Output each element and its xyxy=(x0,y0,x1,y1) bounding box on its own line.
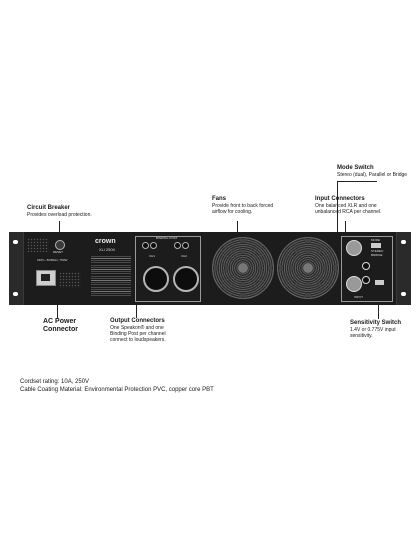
ch1-label: CH1 xyxy=(149,254,156,258)
mode-label: MODE xyxy=(371,238,380,242)
xlr-input-ch1[interactable] xyxy=(346,240,362,256)
input-connectors-desc: One balanced XLR and one unbalanced RCA … xyxy=(315,203,382,215)
circuit-breaker-button[interactable] xyxy=(55,240,65,250)
leader-line-mode-switch-h xyxy=(337,181,377,182)
ac-power-inlet[interactable] xyxy=(36,270,56,286)
input-connectors-callout: Input Connectors One balanced XLR and on… xyxy=(315,196,383,215)
ac-power-callout: AC Power Connector xyxy=(43,318,81,334)
rack-hole xyxy=(13,240,18,244)
output-connectors-desc: One Speakon® and one Binding Post per ch… xyxy=(110,325,166,343)
leader-line-input xyxy=(345,221,346,239)
leader-line-sensitivity xyxy=(378,298,379,319)
iec-socket-icon xyxy=(41,274,50,281)
output-connector-panel xyxy=(135,236,201,302)
mode-switch-desc: Stereo (dual), Parallel or Bridge xyxy=(337,172,408,178)
vent-grille-left xyxy=(27,238,49,252)
sensitivity-switch-title: Sensitivity Switch xyxy=(350,320,402,326)
ch2-label: CH2 xyxy=(181,254,188,258)
binding-post-ch2-black[interactable] xyxy=(182,242,189,249)
rack-hole xyxy=(401,240,406,244)
cooling-fan-2 xyxy=(277,237,339,299)
binding-post-ch2-red[interactable] xyxy=(174,242,181,249)
voltage-label: 230V~ 50/60Hz, 750W xyxy=(37,258,68,262)
fans-title: Fans xyxy=(212,196,227,202)
output-connectors-callout: Output Connectors One Speakon® and one B… xyxy=(110,318,178,343)
rca-input-ch2[interactable] xyxy=(362,276,370,284)
stereo-label: STEREO xyxy=(371,249,384,253)
binding-post-ch1-black[interactable] xyxy=(150,242,157,249)
vent-grille-bottom xyxy=(59,272,81,288)
input-label: INPUT xyxy=(354,295,363,299)
circuit-breaker-title: Circuit Breaker xyxy=(27,205,71,211)
binding-post-label: BINDING POST xyxy=(156,236,178,240)
rca-input-ch1[interactable] xyxy=(362,262,370,270)
leader-line-ac-power xyxy=(57,300,58,318)
bridge-label: BRIDGE xyxy=(371,253,383,257)
spec-notes: Cordset rating: 10A, 250V Cable Coating … xyxy=(20,378,214,394)
cooling-fan-1 xyxy=(212,237,274,299)
warning-text-block xyxy=(91,256,131,298)
circuit-breaker-desc: Provides overload protection. xyxy=(27,212,92,218)
leader-line-output xyxy=(136,300,137,318)
cordset-rating: Cordset rating: 10A, 250V xyxy=(20,379,90,385)
fans-callout: Fans Provide front to back forced airflo… xyxy=(212,196,274,215)
binding-post-ch1-red[interactable] xyxy=(142,242,149,249)
brand-logo: crown xyxy=(95,238,116,245)
leader-line-mode-switch xyxy=(337,181,338,239)
circuit-breaker-callout: Circuit Breaker Provides overload protec… xyxy=(27,205,107,218)
fan-hub xyxy=(238,263,248,273)
reset-label: RESET xyxy=(53,250,64,254)
rack-hole xyxy=(13,292,18,296)
leader-line-fans xyxy=(237,221,238,237)
fan-hub xyxy=(303,263,313,273)
mode-switch-title: Mode Switch xyxy=(337,165,374,171)
ac-power-title: AC Power Connector xyxy=(43,318,78,333)
rack-hole xyxy=(401,292,406,296)
mode-switch[interactable] xyxy=(371,243,381,248)
rack-ear-right xyxy=(396,232,411,305)
xlr-input-ch2[interactable] xyxy=(346,276,362,292)
speakon-ch1[interactable] xyxy=(143,266,169,292)
fans-desc: Provide front to back forced airflow for… xyxy=(212,203,274,215)
sensitivity-switch-callout: Sensitivity Switch 1.4V or 0.775V input … xyxy=(350,320,410,339)
input-connector-panel xyxy=(341,236,393,302)
sensitivity-switch-desc: 1.4V or 0.775V input sensitivity. xyxy=(350,327,396,339)
model-label: XLi 2500 xyxy=(99,247,115,252)
speakon-ch2[interactable] xyxy=(173,266,199,292)
rack-ear-left xyxy=(9,232,24,305)
leader-line-circuit-breaker xyxy=(59,221,60,237)
input-connectors-title: Input Connectors xyxy=(315,196,365,202)
mode-switch-callout: Mode Switch Stereo (dual), Parallel or B… xyxy=(337,165,417,178)
cable-coating: Cable Coating Material: Environmental Pr… xyxy=(20,387,214,393)
amplifier-rear-panel: RESET 230V~ 50/60Hz, 750W crown XLi 2500… xyxy=(9,232,411,305)
output-connectors-title: Output Connectors xyxy=(110,318,165,324)
sensitivity-switch[interactable] xyxy=(375,280,384,285)
